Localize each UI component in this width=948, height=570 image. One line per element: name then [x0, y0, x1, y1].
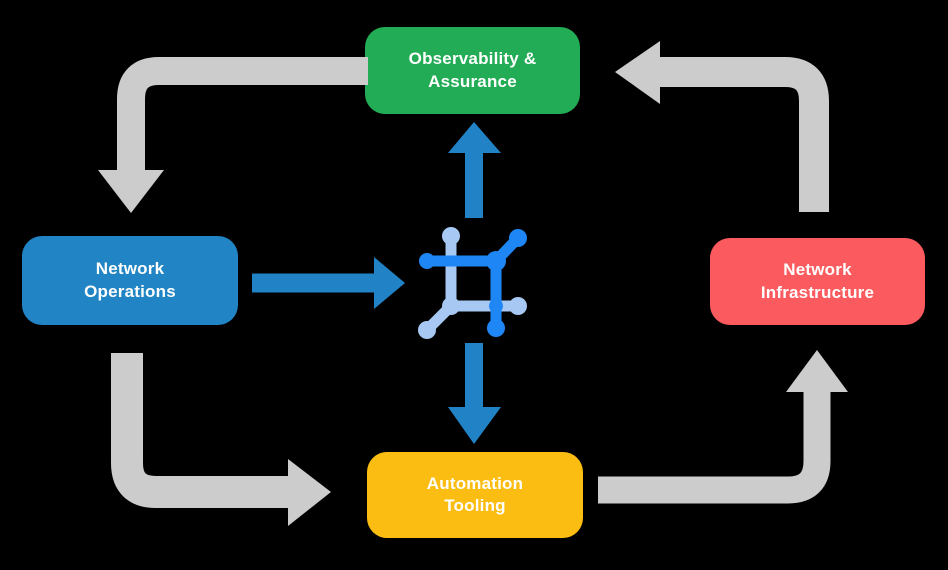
- arrow-head-down-icon: [98, 170, 164, 213]
- icon-bright-blue-strokes: [419, 229, 527, 337]
- cycle-arrow-operations-to-tooling-icon: [111, 353, 331, 526]
- node-automation-tooling-label: Automation Tooling: [426, 473, 524, 515]
- cycle-arrow-observability-to-operations-icon: [98, 57, 368, 213]
- node-automation-tooling: Automation Tooling: [367, 452, 583, 538]
- arrow-shaft: [111, 353, 288, 508]
- arrow-head-down-icon: [448, 407, 501, 444]
- hub-arrow-center-to-observability-icon: [448, 122, 501, 218]
- node-network-operations-label: Network Operations: [84, 259, 176, 301]
- cycle-arrow-infrastructure-to-observability-icon: [615, 41, 829, 212]
- arrow-shaft: [117, 57, 368, 172]
- cycle-arrow-tooling-to-infrastructure-icon: [598, 350, 848, 504]
- hub-arrow-center-to-tooling-icon: [448, 343, 501, 444]
- arrow-shaft: [598, 391, 831, 504]
- node-observability-assurance: Observability & Assurance: [365, 27, 580, 114]
- node-observability-assurance-label: Observability & Assurance: [408, 49, 537, 91]
- hub-arrow-operations-to-center-icon: [252, 257, 405, 309]
- icon-light-blue-strokes: [418, 227, 527, 339]
- node-network-infrastructure: Network Infrastructure: [710, 238, 925, 325]
- network-automation-icon: [418, 227, 527, 339]
- arrow-shaft: [660, 57, 829, 212]
- node-network-infrastructure-label: Network Infrastructure: [760, 260, 875, 302]
- arrow-head-up-icon: [786, 350, 848, 392]
- arrow-head-right-icon: [288, 459, 331, 526]
- arrow-head-up-icon: [448, 122, 501, 153]
- arrow-head-right-icon: [374, 257, 405, 309]
- node-network-operations: Network Operations: [22, 236, 238, 325]
- arrow-head-left-icon: [615, 41, 660, 104]
